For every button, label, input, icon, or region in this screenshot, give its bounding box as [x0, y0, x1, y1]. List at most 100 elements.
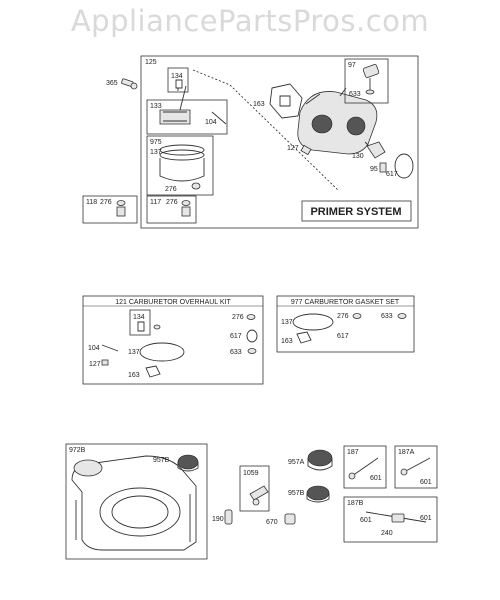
label-137: 137 — [150, 149, 162, 156]
valve-1059-icon — [249, 485, 269, 506]
link-label-240: 240 — [381, 530, 393, 537]
label-134: 134 — [171, 73, 183, 80]
overhaul-label-134: 134 — [133, 314, 145, 321]
overhaul-jet-127-icon — [101, 359, 109, 366]
overhaul-needle-134-icon — [137, 321, 145, 332]
link-end-187-icon — [348, 472, 356, 480]
valve-97-icon — [362, 64, 380, 95]
box-134 — [167, 67, 189, 93]
box-97 — [344, 58, 389, 104]
overhaul-label-163: 163 — [128, 372, 140, 379]
label-617: 617 — [386, 171, 398, 178]
label-133: 133 — [150, 103, 162, 110]
overhaul-gasket-163-icon — [145, 365, 161, 378]
gasket-label-276: 276 — [337, 313, 349, 320]
box-187a — [394, 445, 438, 489]
primer-title-box — [301, 200, 412, 222]
float-133-icon — [159, 85, 191, 125]
gasket-seal-633-icon — [397, 313, 407, 319]
overhaul-label-617: 617 — [230, 333, 242, 340]
label-95: 95 — [370, 166, 378, 173]
overhaul-washer-icon — [153, 324, 161, 330]
primer-title: PRIMER SYSTEM — [310, 206, 401, 218]
overhaul-title: 121 CARBURETOR OVERHAUL KIT — [115, 299, 231, 306]
box-187 — [343, 445, 387, 489]
gasket-label-163: 163 — [281, 338, 293, 345]
fuel-label-957b-a: 957B — [153, 457, 170, 464]
leader-dashed-line — [192, 69, 339, 191]
screw-95-icon — [379, 162, 387, 173]
gasket-part-163-icon — [296, 331, 312, 344]
fuel-label-1059: 1059 — [243, 470, 259, 477]
overhaul-kit-section: 121 CARBURETOR OVERHAUL KIT 134 276 617 … — [82, 295, 264, 385]
screw-130-icon — [366, 141, 386, 159]
linkage-section: 187 601 187A 601 187B 601 601 240 — [343, 445, 438, 543]
overhaul-oring-617-icon — [246, 329, 258, 343]
overhaul-box-134 — [129, 309, 151, 336]
label-97: 97 — [348, 62, 356, 69]
label-130: 130 — [352, 153, 364, 160]
jet-118-icon — [116, 200, 126, 217]
label-633: 633 — [349, 91, 361, 98]
watermark: AppliancePartsPros.com — [70, 4, 430, 38]
box-133 — [146, 99, 228, 135]
fuel-tank-box — [65, 443, 208, 560]
link-label-187a: 187A — [398, 449, 415, 456]
label-276b: 276 — [100, 199, 112, 206]
fuel-cap-957a-icon — [307, 449, 333, 471]
link-label-601d: 601 — [420, 515, 432, 522]
gasket-jet-276-icon — [352, 313, 362, 319]
link-end-187a-icon — [400, 468, 408, 476]
filter-670-icon — [284, 513, 296, 525]
box-187b — [343, 496, 438, 543]
box-975 — [146, 135, 214, 196]
needle-134-icon — [175, 79, 183, 91]
overhaul-label-137: 137 — [128, 349, 140, 356]
carburetor-icon — [297, 87, 378, 155]
screw-365-icon — [121, 78, 138, 90]
primer-system-section: 125 PRIMER SYSTEM 365 134 133 104 975 13… — [82, 55, 419, 229]
link-label-601b: 601 — [420, 479, 432, 486]
link-label-187b: 187B — [347, 500, 364, 507]
jet-117-icon — [181, 200, 191, 217]
label-975: 975 — [150, 139, 162, 146]
label-365: 365 — [106, 80, 118, 87]
fuel-label-190: 190 — [212, 516, 224, 523]
link-block-187b-icon — [391, 513, 405, 523]
fitting-190-icon — [224, 509, 233, 525]
fuel-tank-icon — [71, 455, 197, 551]
overhaul-seal-633-icon — [247, 348, 257, 354]
gasket-title: 977 CARBURETOR GASKET SET — [291, 299, 400, 306]
fuel-box-label: 972B — [69, 447, 86, 454]
overhaul-label-276: 276 — [232, 314, 244, 321]
label-117: 117 — [150, 199, 161, 206]
box-117 — [146, 195, 197, 224]
overhaul-box — [82, 295, 264, 385]
primer-box-label: 125 — [145, 59, 157, 66]
jet-127-icon — [300, 144, 312, 156]
fuel-label-957b-b: 957B — [288, 490, 305, 497]
label-127: 127 — [287, 145, 299, 152]
box-118 — [82, 195, 138, 224]
overhaul-gasket-137-icon — [139, 342, 185, 362]
label-163: 163 — [253, 101, 265, 108]
gasket-label-137: 137 — [281, 319, 293, 326]
primer-box — [140, 55, 419, 229]
gasket-ring-137-icon — [292, 313, 334, 331]
label-276c: 276 — [166, 199, 178, 206]
bowl-975-icon — [159, 144, 205, 190]
link-label-187: 187 — [347, 449, 359, 456]
link-label-601a: 601 — [370, 475, 382, 482]
fuel-label-670: 670 — [266, 519, 278, 526]
label-104: 104 — [205, 119, 217, 126]
link-rod-187a-icon — [403, 457, 431, 473]
overhaul-pin-104-icon — [101, 344, 119, 352]
gasket-label-617: 617 — [337, 333, 349, 340]
gasket-set-section: 977 CARBURETOR GASKET SET 137 276 633 16… — [276, 295, 415, 353]
gasket-label-633: 633 — [381, 313, 393, 320]
gasket-box — [276, 295, 415, 353]
label-276a: 276 — [165, 186, 177, 193]
label-118: 118 — [86, 199, 97, 206]
overhaul-label-633: 633 — [230, 349, 242, 356]
